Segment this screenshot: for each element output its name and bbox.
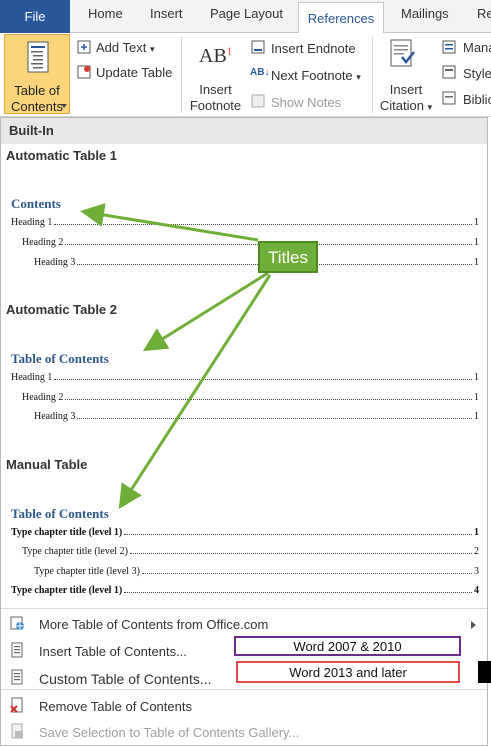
manage-sources-button[interactable]: Mana: [463, 40, 491, 55]
manage-sources-icon: [442, 40, 456, 54]
show-notes-button[interactable]: Show Notes: [271, 95, 342, 110]
style-dropdown[interactable]: Style: [463, 66, 491, 81]
save-gallery-icon: [11, 723, 23, 739]
insert-endnote-button[interactable]: Insert Endnote: [271, 41, 356, 56]
next-footnote-button[interactable]: Next Footnote ▾: [271, 68, 361, 83]
chevron-down-icon: [61, 104, 67, 108]
insert-endnote-icon: [251, 40, 265, 54]
submenu-arrow-icon: [471, 621, 476, 629]
add-text-icon: [77, 40, 91, 54]
table-of-contents-icon: [27, 41, 49, 73]
next-footnote-icon: AB↓: [250, 67, 270, 78]
update-table-icon: [77, 65, 91, 79]
tab-mailings[interactable]: Mailings: [401, 6, 449, 21]
gallery-item-manual-table[interactable]: Manual Table Table of Contents Type chap…: [1, 454, 487, 604]
background-strip: [478, 661, 491, 683]
badge-text: Word 2013 and later: [289, 665, 407, 680]
save-selection-menu-item[interactable]: Save Selection to Table of Contents Gall…: [1, 718, 487, 744]
menu-item-label: Insert Table of Contents...: [39, 644, 187, 659]
remove-toc-menu-item[interactable]: Remove Table of Contents: [1, 692, 487, 718]
toc-preview-entry: Type chapter title (level 3)3: [34, 566, 479, 577]
style-icon: [442, 65, 456, 79]
built-in-label: Built-In: [9, 123, 54, 138]
bibliography-button[interactable]: Biblic: [463, 92, 491, 107]
insert-citation-icon: [390, 39, 415, 67]
toc-preview-heading: Table of Contents: [11, 351, 109, 366]
custom-toc-menu-item[interactable]: Custom Table of Contents...: [1, 664, 487, 690]
group-divider: [181, 37, 182, 113]
callout-arrow: [80, 203, 259, 242]
group-divider: [372, 37, 373, 113]
menu-item-label: Remove Table of Contents: [39, 699, 192, 714]
callout-arrow: [118, 274, 272, 510]
remove-document-icon: [10, 697, 23, 713]
titles-callout-text: Titles: [268, 248, 308, 267]
word-2013-later-badge: Word 2013 and later: [236, 661, 460, 683]
gallery-item-title: Manual Table: [6, 457, 88, 472]
menu-item-label: More Table of Contents from Office.com: [39, 617, 269, 632]
menu-item-label: Custom Table of Contents...: [39, 671, 212, 687]
callout-arrow: [142, 271, 269, 352]
titles-callout: Titles: [258, 241, 318, 273]
toc-preview-heading: Table of Contents: [11, 506, 109, 521]
update-table-button[interactable]: Update Table: [96, 65, 173, 80]
menu-separator: [1, 608, 487, 609]
tab-page-layout[interactable]: Page Layout: [210, 6, 284, 21]
add-text-button[interactable]: Add Text ▾: [96, 40, 155, 55]
built-in-header: Built-In: [1, 118, 487, 144]
toc-preview-entry: Type chapter title (level 2)2: [22, 546, 479, 557]
footnote-icon: AB1: [199, 45, 233, 67]
ribbon-tab-row: File Home Insert Page Layout References …: [0, 0, 491, 34]
menu-item-label: Save Selection to Table of Contents Gall…: [39, 725, 300, 740]
bibliography-icon: [442, 91, 456, 105]
gallery-item-automatic-table-2[interactable]: Automatic Table 2 Table of Contents Head…: [1, 299, 487, 449]
word-2007-2010-badge: Word 2007 & 2010: [234, 636, 461, 656]
tab-review[interactable]: Re: [477, 6, 491, 21]
tab-insert[interactable]: Insert: [150, 6, 183, 21]
gallery-item-title: Automatic Table 2: [6, 302, 118, 317]
tab-file[interactable]: File: [0, 0, 70, 33]
menu-separator: [1, 689, 487, 690]
insert-toc-menu-item[interactable]: Insert Table of Contents...: [1, 637, 487, 663]
tab-home[interactable]: Home: [88, 6, 123, 21]
badge-text: Word 2007 & 2010: [293, 639, 402, 654]
more-toc-from-office-menu-item[interactable]: More Table of Contents from Office.com: [1, 610, 487, 636]
gallery-item-title: Automatic Table 1: [6, 148, 118, 163]
toc-preview-entry: Type chapter title (level 1)4: [11, 585, 479, 596]
tab-references[interactable]: References: [298, 2, 384, 34]
document-icon: [11, 642, 23, 658]
office-globe-icon: [10, 616, 24, 630]
show-notes-icon: [251, 94, 265, 108]
toc-preview-heading: Contents: [11, 196, 61, 211]
document-icon: [11, 669, 23, 685]
toc-preview-entry: Type chapter title (level 1)1: [11, 527, 479, 538]
